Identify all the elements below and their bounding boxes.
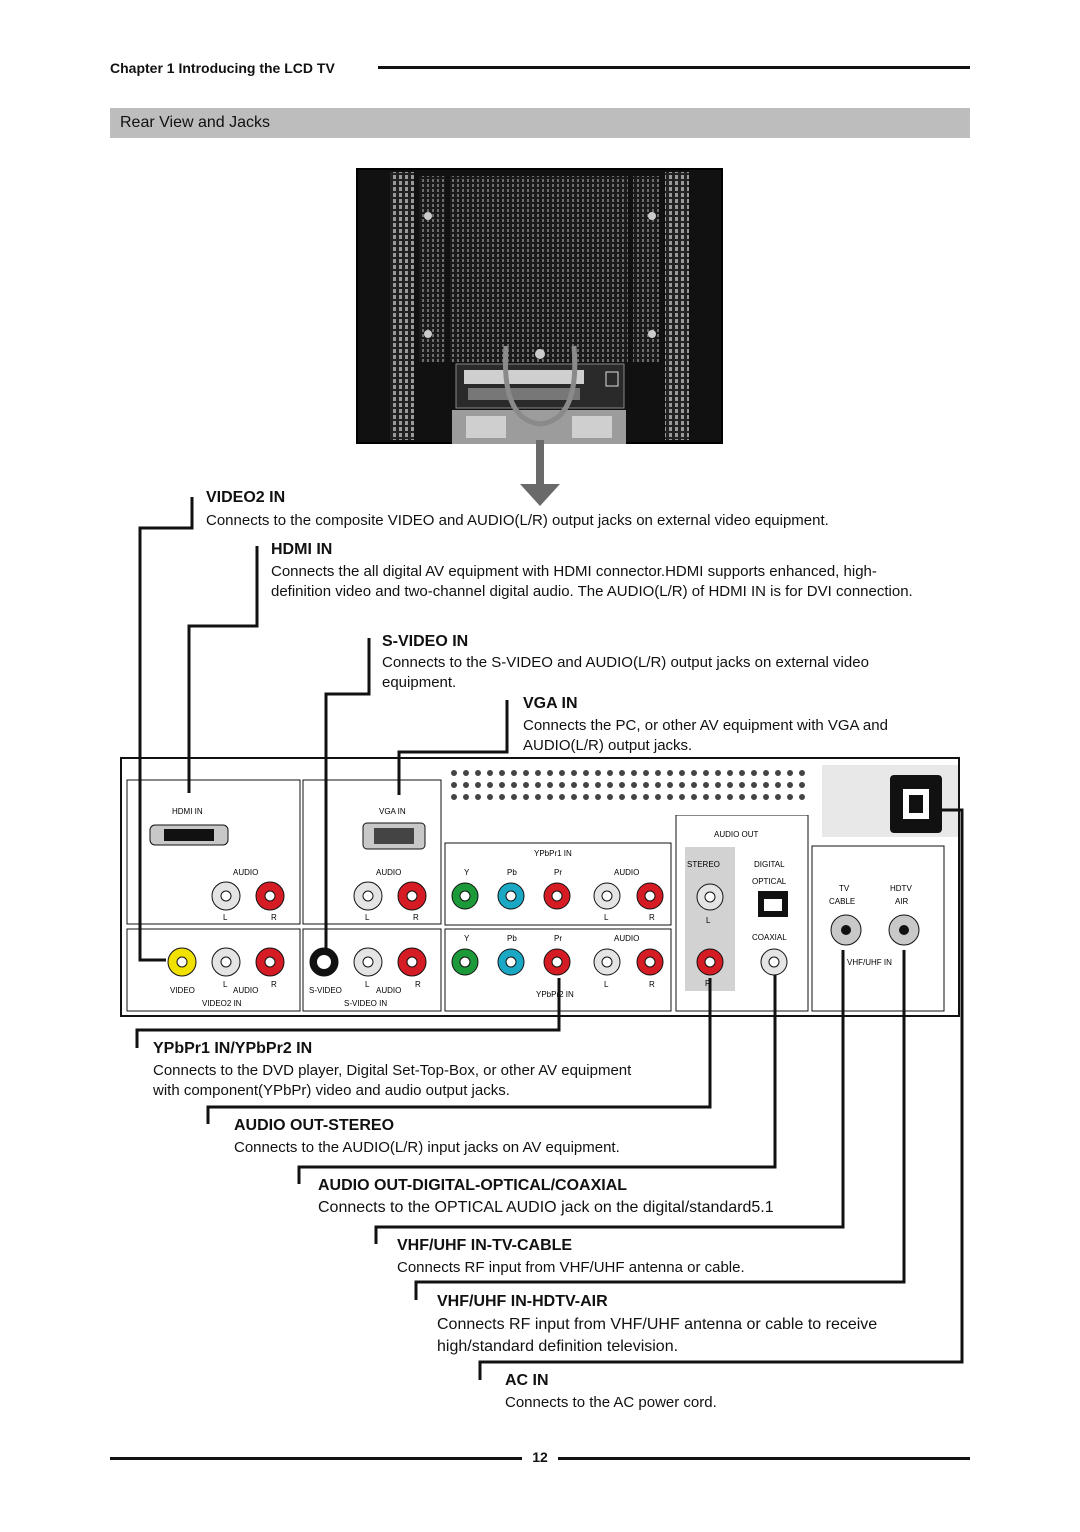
callout-body-vhf-uhf-hdtv-air: Connects RF input from VHF/UHF antenna o… (437, 1316, 878, 1355)
section-bar: Rear View and Jacks (110, 108, 970, 138)
callout-title-vhf-uhf-tv-cable: VHF/UHF IN-TV-CABLE (397, 1237, 573, 1254)
label-audio-hdmi: AUDIO (233, 868, 258, 877)
callout-body-video2-in: Connects to the composite VIDEO and AUDI… (206, 512, 829, 529)
label-vhf-uhf-in: VHF/UHF IN (847, 958, 892, 967)
callout-title-ypbpr: YPbPr1 IN/YPbPr2 IN (153, 1040, 313, 1057)
callout-body-vga-in: Connects the PC, or other AV equipment w… (523, 717, 888, 754)
label-hdmi-in: HDMI IN (172, 807, 203, 816)
label-r: R (271, 980, 277, 989)
label-tv: TV (839, 884, 850, 893)
label-ypbpr2-in: YPbPr2 IN (536, 990, 574, 999)
callout-title-audio-out-stereo: AUDIO OUT-STEREO (234, 1117, 395, 1134)
label-audio-svideo: AUDIO (376, 986, 401, 995)
label-audio-vga: AUDIO (376, 868, 401, 877)
header-rule (378, 66, 970, 69)
label-l: L (365, 913, 370, 922)
page-number: 12 (532, 1449, 548, 1465)
label-video: VIDEO (170, 986, 195, 995)
label-l: L (223, 980, 228, 989)
callout-body-audio-out-digital: Connects to the OPTICAL AUDIO jack on th… (318, 1199, 774, 1216)
label-coaxial: COAXIAL (752, 933, 787, 942)
footer-rule-right (558, 1457, 970, 1460)
label-cable: CABLE (829, 897, 855, 906)
label-l: L (223, 913, 228, 922)
callout-body-audio-out-stereo: Connects to the AUDIO(L/R) input jacks o… (234, 1139, 620, 1156)
label-air: AIR (895, 897, 909, 906)
tv-rear-illustration (356, 168, 723, 444)
callout-body-vhf-uhf-tv-cable: Connects RF input from VHF/UHF antenna o… (397, 1259, 745, 1276)
label-audio-out: AUDIO OUT (714, 830, 759, 839)
label-digital: DIGITAL (754, 860, 785, 869)
callout-title-vhf-uhf-hdtv-air: VHF/UHF IN-HDTV-AIR (437, 1293, 608, 1310)
label-r: R (271, 913, 277, 922)
label-s-video: S-VIDEO (309, 986, 342, 995)
footer-rule-left (110, 1457, 522, 1460)
callout-title-hdmi-in: HDMI IN (271, 541, 333, 558)
section-title: Rear View and Jacks (120, 114, 270, 131)
label-pr: Pr (554, 868, 562, 877)
label-r: R (649, 913, 655, 922)
label-video2-in: VIDEO2 IN (202, 999, 242, 1008)
label-l: L (706, 916, 711, 925)
callout-title-s-video-in: S-VIDEO IN (382, 633, 469, 650)
chapter-header: Chapter 1 Introducing the LCD TV (110, 60, 335, 76)
label-ypbpr1-in: YPbPr1 IN (534, 849, 572, 858)
label-stereo: STEREO (687, 860, 720, 869)
callout-title-ac-in: AC IN (505, 1372, 549, 1389)
label-r: R (415, 980, 421, 989)
callout-title-video2-in: VIDEO2 IN (206, 489, 286, 506)
down-arrow-icon (520, 440, 560, 506)
label-l: L (604, 980, 609, 989)
label-l: L (604, 913, 609, 922)
callout-body-ypbpr: Connects to the DVD player, Digital Set-… (153, 1062, 632, 1099)
label-y: Y (464, 868, 470, 877)
label-pr: Pr (554, 934, 562, 943)
label-audio-video2: AUDIO (233, 986, 258, 995)
connector-panel: HDMI IN AUDIO L R VGA IN AUDIO L R VIDEO… (120, 757, 960, 1017)
label-vga-in: VGA IN (379, 807, 406, 816)
label-optical: OPTICAL (752, 877, 787, 886)
label-r: R (649, 980, 655, 989)
callout-body-s-video-in: Connects to the S-VIDEO and AUDIO(L/R) o… (382, 654, 869, 691)
label-r: R (413, 913, 419, 922)
label-r: R (705, 979, 711, 988)
callout-body-ac-in: Connects to the AC power cord. (505, 1394, 717, 1411)
label-audio-ypbpr2: AUDIO (614, 934, 639, 943)
label-y: Y (464, 934, 470, 943)
callout-title-audio-out-digital: AUDIO OUT-DIGITAL-OPTICAL/COAXIAL (318, 1177, 628, 1194)
label-pb: Pb (507, 868, 517, 877)
callout-body-hdmi-in: Connects the all digital AV equipment wi… (271, 563, 913, 600)
label-hdtv: HDTV (890, 884, 912, 893)
label-l: L (365, 980, 370, 989)
label-audio-ypbpr1: AUDIO (614, 868, 639, 877)
label-s-video-in: S-VIDEO IN (344, 999, 387, 1008)
label-pb: Pb (507, 934, 517, 943)
callout-title-vga-in: VGA IN (523, 695, 578, 712)
